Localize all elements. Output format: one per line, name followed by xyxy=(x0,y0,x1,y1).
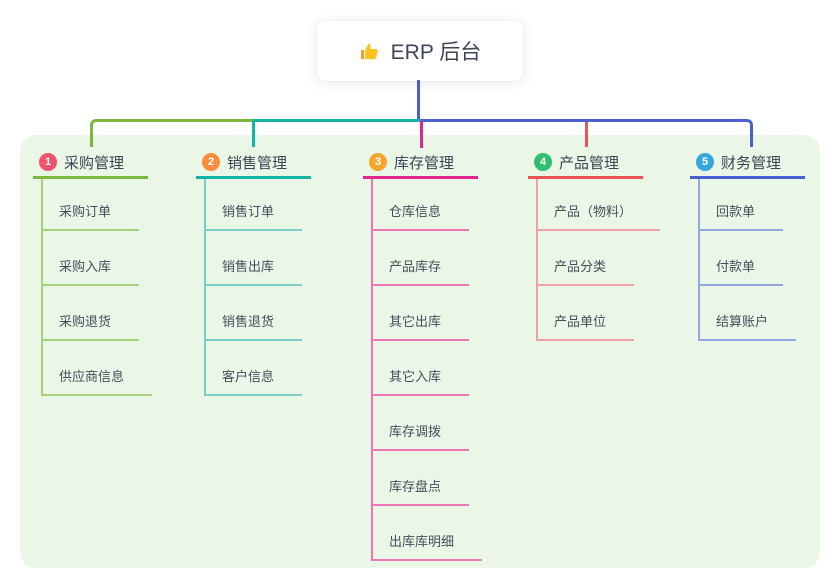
branch-drop-line-3 xyxy=(420,119,423,148)
sub-item-label: 结算账户 xyxy=(698,313,797,341)
branch-number-badge: 4 xyxy=(534,153,552,171)
branch-drop-line-4 xyxy=(585,122,588,147)
sub-item-label: 库存调拨 xyxy=(371,423,470,451)
sub-item-5-1[interactable]: 回款单 xyxy=(698,203,784,231)
sub-item-label: 供应商信息 xyxy=(41,368,153,396)
branch-child-connector-line xyxy=(698,179,700,341)
root-title: ERP 后台 xyxy=(390,41,482,64)
sub-item-label: 回款单 xyxy=(698,203,784,231)
branch-number-badge: 3 xyxy=(369,153,387,171)
branch-label: 采购管理 xyxy=(64,154,125,172)
branch-label: 销售管理 xyxy=(227,154,288,172)
sub-item-1-1[interactable]: 采购订单 xyxy=(41,203,140,231)
bus-segment-branch-2 xyxy=(252,119,420,122)
sub-item-label: 付款单 xyxy=(698,258,784,286)
thumbs-up-icon xyxy=(359,40,382,63)
sub-item-label: 销售退货 xyxy=(204,313,303,341)
branch-header-3[interactable]: 3 库存管理 xyxy=(363,148,478,179)
sub-item-label: 采购入库 xyxy=(41,258,140,286)
sub-item-label: 其它入库 xyxy=(371,368,470,396)
branch-label: 库存管理 xyxy=(394,154,455,172)
sub-item-label: 产品（物料） xyxy=(536,203,661,231)
branch-header-2[interactable]: 2 销售管理 xyxy=(196,148,311,179)
root-stem-line xyxy=(417,80,420,121)
sub-item-2-1[interactable]: 销售订单 xyxy=(204,203,303,231)
branch-child-connector-line xyxy=(371,179,373,561)
branch-child-connector-line xyxy=(536,179,538,341)
bus-segment-branch-1 xyxy=(90,119,256,147)
sub-item-3-7[interactable]: 出库库明细 xyxy=(371,533,483,561)
sub-item-label: 库存盘点 xyxy=(371,478,470,506)
sub-item-1-4[interactable]: 供应商信息 xyxy=(41,368,153,396)
sub-item-label: 客户信息 xyxy=(204,368,303,396)
sub-item-1-2[interactable]: 采购入库 xyxy=(41,258,140,286)
sub-item-3-4[interactable]: 其它入库 xyxy=(371,368,470,396)
sub-item-2-3[interactable]: 销售退货 xyxy=(204,313,303,341)
branch-header-5[interactable]: 5 财务管理 xyxy=(690,148,805,179)
sub-item-label: 产品分类 xyxy=(536,258,635,286)
sub-item-label: 销售出库 xyxy=(204,258,303,286)
sub-item-4-2[interactable]: 产品分类 xyxy=(536,258,635,286)
branch-number-badge: 2 xyxy=(202,153,220,171)
branch-drop-line-2 xyxy=(252,119,255,147)
sub-item-3-2[interactable]: 产品库存 xyxy=(371,258,470,286)
branch-number-badge: 5 xyxy=(696,153,714,171)
sub-item-4-3[interactable]: 产品单位 xyxy=(536,313,635,341)
sub-item-5-2[interactable]: 付款单 xyxy=(698,258,784,286)
branch-child-connector-line xyxy=(41,179,43,396)
sub-item-3-6[interactable]: 库存盘点 xyxy=(371,478,470,506)
sub-item-label: 仓库信息 xyxy=(371,203,470,231)
sub-item-1-3[interactable]: 采购退货 xyxy=(41,313,140,341)
sub-item-label: 采购订单 xyxy=(41,203,140,231)
sub-item-label: 出库库明细 xyxy=(371,533,483,561)
branch-number-badge: 1 xyxy=(39,153,57,171)
sub-item-4-1[interactable]: 产品（物料） xyxy=(536,203,661,231)
sub-item-3-1[interactable]: 仓库信息 xyxy=(371,203,470,231)
sub-item-2-4[interactable]: 客户信息 xyxy=(204,368,303,396)
sub-item-label: 采购退货 xyxy=(41,313,140,341)
branch-header-4[interactable]: 4 产品管理 xyxy=(528,148,643,179)
bus-segment-branch-5 xyxy=(421,119,753,147)
branch-child-connector-line xyxy=(204,179,206,396)
branch-label: 产品管理 xyxy=(559,154,620,172)
sub-item-label: 销售订单 xyxy=(204,203,303,231)
sub-item-3-3[interactable]: 其它出库 xyxy=(371,313,470,341)
root-node-erp[interactable]: ERP 后台 xyxy=(317,21,523,81)
sub-item-label: 产品单位 xyxy=(536,313,635,341)
sub-item-2-2[interactable]: 销售出库 xyxy=(204,258,303,286)
branches-panel xyxy=(20,135,820,568)
sub-item-label: 产品库存 xyxy=(371,258,470,286)
branch-label: 财务管理 xyxy=(721,154,782,172)
sub-item-5-3[interactable]: 结算账户 xyxy=(698,313,797,341)
sub-item-3-5[interactable]: 库存调拨 xyxy=(371,423,470,451)
branch-header-1[interactable]: 1 采购管理 xyxy=(33,148,148,179)
sub-item-label: 其它出库 xyxy=(371,313,470,341)
